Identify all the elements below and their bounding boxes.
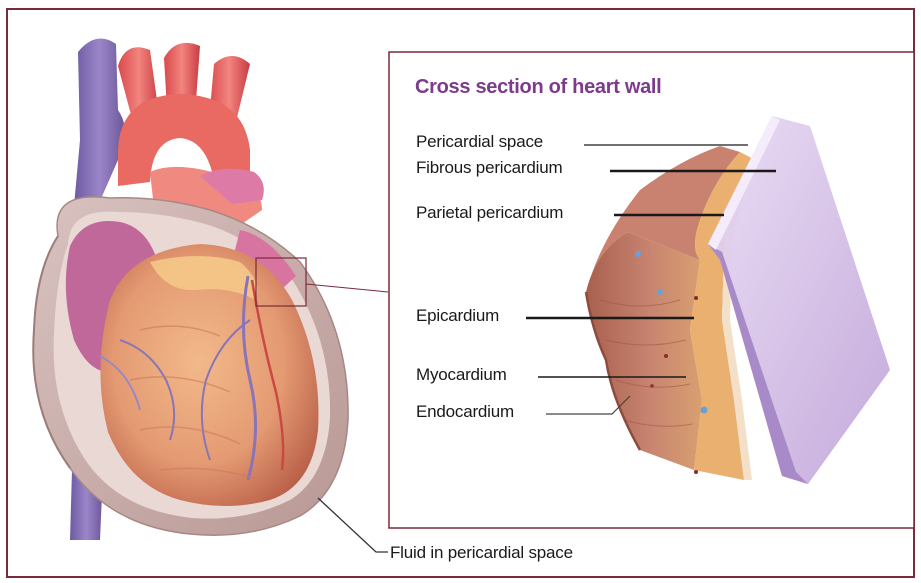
- label-fluid-pericardial-space: Fluid in pericardial space: [390, 543, 573, 563]
- cross-section-title: Cross section of heart wall: [415, 76, 661, 99]
- cell-dot: [664, 354, 668, 358]
- fluid-leader-line: [318, 498, 388, 552]
- cell-dot: [701, 407, 708, 414]
- label-endocardium: Endocardium: [416, 402, 514, 422]
- cell-dot: [694, 296, 698, 300]
- superior-vena-cava: [74, 39, 125, 210]
- cell-dot: [635, 251, 641, 257]
- label-pericardial-space: Pericardial space: [416, 132, 543, 152]
- label-parietal-pericardium: Parietal pericardium: [416, 203, 563, 223]
- label-myocardium: Myocardium: [416, 365, 507, 385]
- label-epicardium: Epicardium: [416, 306, 499, 326]
- label-fibrous-pericardium: Fibrous pericardium: [416, 158, 562, 178]
- cell-dot: [694, 470, 698, 474]
- cell-dot: [657, 289, 663, 295]
- heart-illustration: [33, 39, 388, 552]
